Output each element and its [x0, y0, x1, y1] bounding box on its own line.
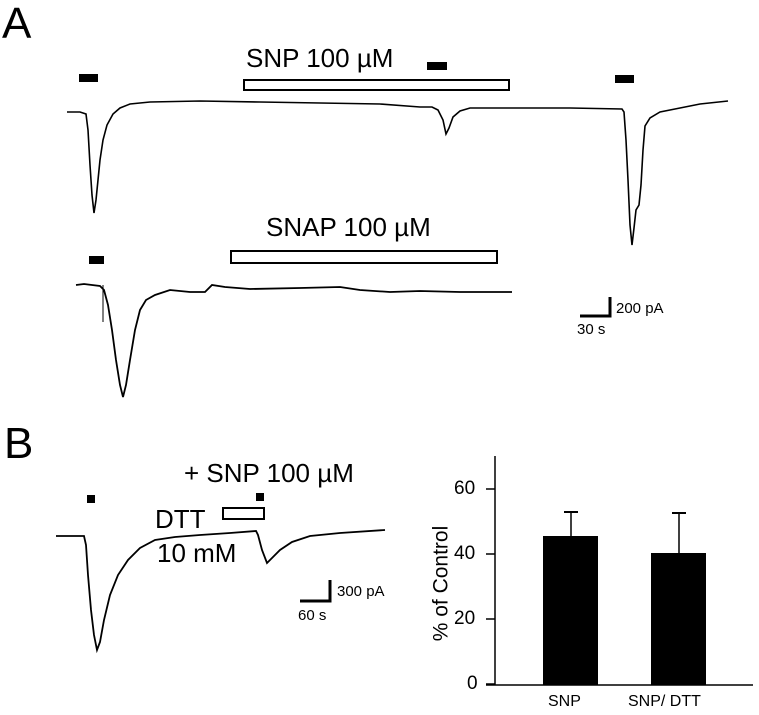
bar-chart: [486, 456, 753, 686]
y-tick-label-60: 60: [454, 478, 476, 499]
panel-a-letter: A: [2, 0, 32, 48]
snap-drug-label: SNAP 100 µM: [266, 212, 431, 242]
y-tick-label-40: 40: [454, 543, 476, 564]
snp-drug-label-b: + SNP 100 µM: [184, 458, 354, 488]
x-category-snp-dtt: SNP/ DTT: [628, 693, 701, 710]
y-tick-label-20: 20: [454, 608, 476, 629]
dtt-label: DTT: [155, 504, 206, 534]
agonist-pulse-marker: [87, 495, 95, 503]
agonist-pulse-marker: [427, 62, 447, 70]
current-trace-snp: [67, 100, 729, 246]
scale-current-b: 300 pA: [337, 583, 385, 600]
scale-current-a: 200 pA: [616, 300, 664, 317]
dtt-concentration-label: 10 mM: [157, 538, 237, 568]
x-category-snp: SNP: [548, 693, 581, 710]
snap-application-bar: [230, 250, 498, 264]
agonist-pulse-marker: [89, 256, 104, 264]
scale-bar-b: [300, 580, 332, 603]
snp-application-bar: [243, 79, 510, 91]
y-axis-title: % of Control: [429, 525, 453, 642]
current-trace-dtt: [56, 529, 386, 654]
scale-bar-a: [580, 297, 612, 318]
dtt-snp-application-bar: [222, 507, 265, 520]
y-tick-label-0: 0: [467, 673, 478, 694]
agonist-pulse-marker: [256, 493, 264, 501]
panel-b-letter: B: [4, 419, 34, 468]
agonist-pulse-marker: [79, 74, 98, 82]
current-trace-snap: [75, 283, 512, 398]
bar-snp: [543, 536, 598, 685]
snp-drug-label: SNP 100 µM: [246, 43, 394, 73]
bar-snp-dtt: [651, 553, 706, 685]
scale-time-a: 30 s: [577, 321, 606, 338]
scale-time-b: 60 s: [298, 607, 327, 624]
agonist-pulse-marker: [615, 75, 634, 83]
